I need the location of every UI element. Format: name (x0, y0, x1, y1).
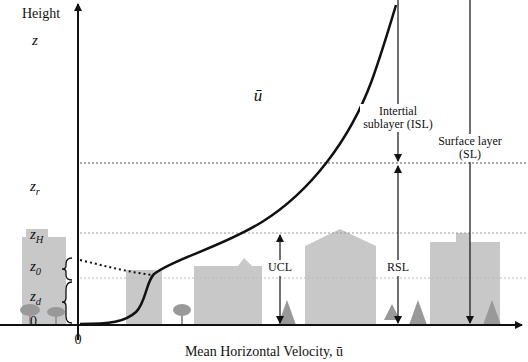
height-level: zH (30, 226, 43, 246)
height-level: zr (30, 178, 40, 198)
origin-label: 0 (30, 314, 37, 329)
axis-title: Height (22, 6, 60, 21)
layer-label: Intertial sublayer (ISL) (360, 104, 436, 132)
origin-label: 0 (75, 332, 82, 347)
height-level: zd (30, 288, 41, 308)
height-level: z0 (30, 258, 41, 278)
layer-label: UCL (266, 260, 294, 275)
axis-title: Mean Horizontal Velocity, ū (185, 344, 343, 359)
curve-label: ū (254, 87, 263, 106)
axis-symbol: z (32, 32, 38, 49)
layer-label: Surface layer (SL) (435, 134, 505, 162)
layer-label: RSL (385, 260, 411, 275)
